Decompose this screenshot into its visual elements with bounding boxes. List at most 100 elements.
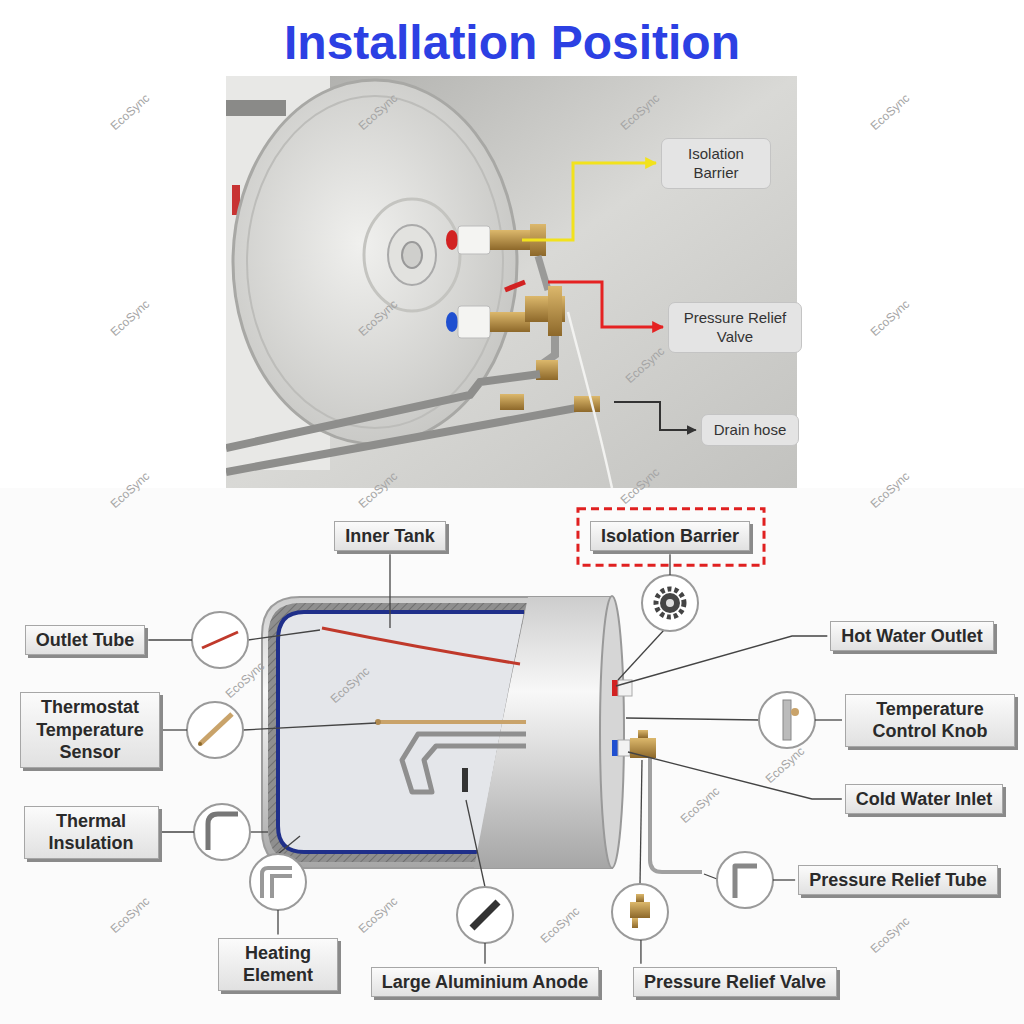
heater-cutaway <box>600 596 624 868</box>
callout-arrow <box>522 163 656 240</box>
heater-photo <box>226 404 598 472</box>
heater-photo <box>226 100 286 116</box>
heater-photo <box>226 374 540 448</box>
heater-photo <box>247 96 503 428</box>
heater-photo <box>388 225 436 285</box>
part-icon <box>187 702 243 758</box>
part-icon <box>783 700 791 740</box>
watermark: EcoSync <box>538 904 583 946</box>
heater-cutaway <box>462 768 468 792</box>
heater-photo <box>490 312 530 332</box>
heater-photo <box>548 286 562 336</box>
heater-photo <box>364 199 460 311</box>
heater-cutaway <box>402 734 526 792</box>
leader-line <box>243 723 376 730</box>
heater-photo <box>446 312 458 332</box>
watermark: EcoSync <box>108 469 153 511</box>
leader-line <box>640 940 641 964</box>
leader-line <box>640 760 642 884</box>
watermark: EcoSync <box>356 894 401 936</box>
watermark: EcoSync <box>356 297 401 339</box>
leader-line <box>484 943 485 964</box>
part-label-box: Isolation Barrier <box>590 521 750 552</box>
callout-arrow <box>614 402 696 430</box>
diagram-ground <box>0 488 1024 1024</box>
part-icon <box>642 575 698 631</box>
leader-line <box>626 718 759 720</box>
label-text: Thermal Insulation <box>35 810 148 855</box>
leader-line <box>278 836 300 854</box>
watermark: EcoSync <box>108 91 153 133</box>
leader-line <box>277 910 278 935</box>
heater-photo <box>446 230 458 250</box>
part-icon <box>457 887 513 943</box>
part-label-box: Pressure Relief Valve <box>633 967 837 998</box>
part-icon <box>198 742 202 746</box>
part-icon <box>791 708 799 716</box>
leader-line <box>618 630 664 680</box>
part-icon <box>759 692 815 748</box>
part-icon <box>262 868 292 898</box>
callout-box: Drain hose <box>701 414 800 446</box>
leader-line <box>616 636 827 686</box>
label-text: Pressure Relief Valve <box>644 971 826 994</box>
heater-photo <box>402 242 422 268</box>
callout-box: Isolation Barrier <box>661 138 771 189</box>
leader-line <box>704 874 717 879</box>
pipe-fittings <box>630 738 656 758</box>
watermark: EcoSync <box>623 344 668 386</box>
callout-arrow <box>548 282 663 327</box>
part-icon <box>632 918 638 928</box>
part-label-box: Thermal Insulation <box>24 806 159 859</box>
heater-photo <box>458 226 490 254</box>
label-text: Large Aluminium Anode <box>382 971 589 994</box>
part-label-box: Outlet Tube <box>25 625 146 656</box>
leader-line <box>466 800 485 887</box>
part-icon <box>200 714 232 744</box>
part-icon <box>735 866 757 898</box>
label-text: Temperature Control Knob <box>856 698 1004 743</box>
label-text: Outlet Tube <box>36 629 135 652</box>
watermark: EcoSync <box>328 664 373 706</box>
pipe-fittings <box>618 740 630 756</box>
part-icon <box>656 589 684 617</box>
leader-line <box>248 630 320 640</box>
label-text: Drain hose <box>714 420 787 440</box>
watermark: EcoSync <box>618 465 663 507</box>
heater-photo <box>574 396 600 412</box>
watermark: EcoSync <box>356 469 401 511</box>
heater-cutaway <box>378 720 526 724</box>
leader-line <box>162 831 195 832</box>
label-text: Inner Tank <box>345 525 435 548</box>
heater-photo <box>505 282 525 290</box>
label-text: Cold Water Inlet <box>856 788 992 811</box>
heater-photo <box>568 312 612 488</box>
leader-line <box>669 554 670 575</box>
heater-cutaway <box>375 719 381 725</box>
leader-line <box>628 752 842 799</box>
part-label-box: Cold Water Inlet <box>845 784 1003 815</box>
watermark: EcoSync <box>108 297 153 339</box>
label-text: Hot Water Outlet <box>841 625 982 648</box>
highlight-frame <box>578 509 764 566</box>
part-icon <box>192 612 248 668</box>
heater-cutaway <box>262 597 612 868</box>
part-icon <box>660 593 680 613</box>
watermark: EcoSync <box>223 659 268 701</box>
part-label-box: Heating Element <box>218 938 338 991</box>
part-icon <box>208 814 238 850</box>
heater-cutaway <box>322 628 520 664</box>
watermark: EcoSync <box>356 91 401 133</box>
part-label-box: Temperature Control Knob <box>845 694 1015 747</box>
label-text: Isolation Barrier <box>601 525 739 548</box>
part-icon <box>187 575 815 943</box>
part-icon <box>472 902 498 928</box>
part-label-box: Inner Tank <box>334 521 446 552</box>
pipe-fittings <box>612 680 702 872</box>
part-icon <box>717 852 773 908</box>
leader-line <box>163 729 187 730</box>
heater-photo <box>500 394 524 410</box>
part-label-box: Thermostat Temperature Sensor <box>20 692 160 768</box>
heater-photo <box>458 306 490 338</box>
